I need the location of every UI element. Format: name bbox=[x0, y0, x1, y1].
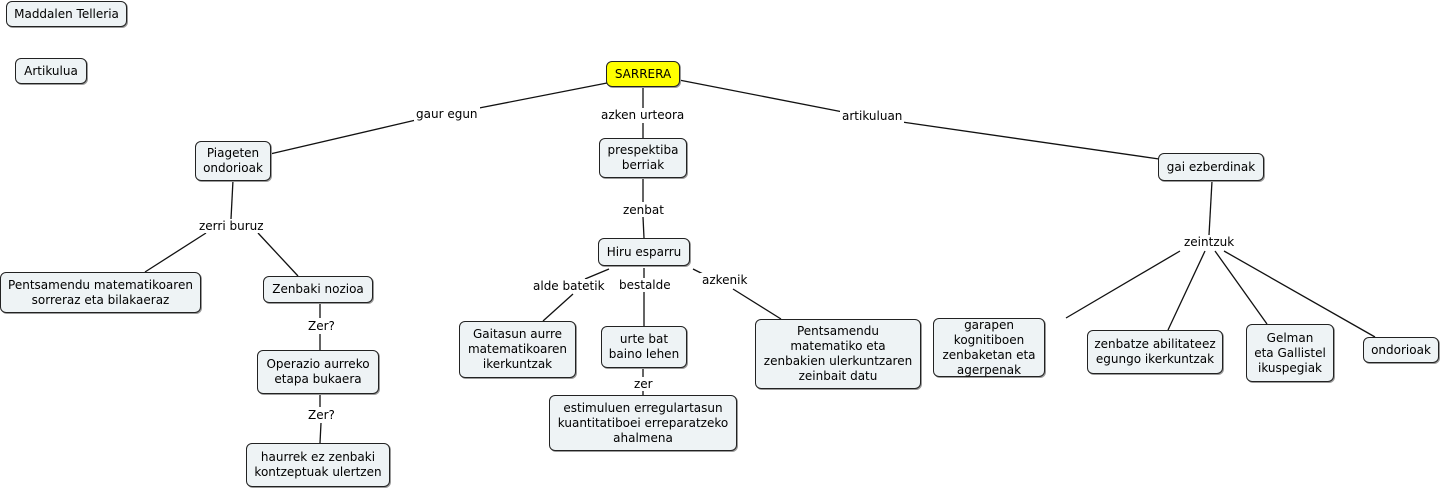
link-label-azken-urteora: azken urteora bbox=[599, 108, 687, 122]
node-zenbaki-nozioa[interactable]: Zenbaki nozioa bbox=[263, 276, 373, 303]
connector bbox=[1167, 250, 1206, 331]
node-pentsamendu-sorreraz[interactable]: Pentsamendu matematikoaren sorreraz eta … bbox=[0, 272, 201, 313]
connector bbox=[1214, 250, 1268, 325]
node-ondorioak[interactable]: ondorioak bbox=[1363, 337, 1439, 363]
link-label-gaur-egun: gaur egun bbox=[414, 107, 480, 121]
link-label-artikuluan: artikuluan bbox=[840, 109, 905, 123]
connector bbox=[230, 179, 234, 220]
link-label-azkenik: azkenik bbox=[700, 273, 750, 287]
connector bbox=[584, 268, 610, 280]
link-label-alde-batetik: alde batetik bbox=[531, 279, 607, 293]
connector bbox=[1223, 250, 1376, 338]
node-prespektiba-berriak[interactable]: prespektiba berriak bbox=[599, 138, 687, 178]
connector bbox=[257, 232, 299, 277]
node-gaitasun[interactable]: Gaitasun aurre matematikoaren ikerkuntza… bbox=[459, 321, 576, 378]
node-article[interactable]: Artikulua bbox=[15, 58, 87, 84]
connector bbox=[901, 121, 1160, 160]
link-label-zenbat: zenbat bbox=[621, 203, 666, 217]
link-label-zer-1: Zer? bbox=[306, 319, 337, 333]
node-hiru-esparru[interactable]: Hiru esparru bbox=[598, 238, 690, 266]
node-haurrek[interactable]: haurrek ez zenbaki kontzeptuak ulertzen bbox=[246, 443, 390, 487]
node-garapen-kognitiboen[interactable]: garapen kognitiboen zenbaketan eta agerp… bbox=[933, 318, 1045, 377]
connector bbox=[473, 82, 608, 110]
connector bbox=[678, 79, 844, 113]
node-piageten-ondorioak[interactable]: Piageten ondorioak bbox=[195, 141, 271, 181]
node-zenbatze-abilitateez[interactable]: zenbatze abilitateez egungo ikerkuntzak bbox=[1087, 330, 1223, 374]
link-label-bestalde: bestalde bbox=[617, 278, 673, 292]
connector bbox=[642, 216, 645, 239]
connector bbox=[144, 232, 207, 273]
node-sarrera[interactable]: SARRERA bbox=[606, 61, 680, 87]
node-gelman-gallistel[interactable]: Gelman eta Gallistel ikuspegiak bbox=[1246, 324, 1334, 382]
connector bbox=[1208, 180, 1213, 236]
connector bbox=[1065, 250, 1181, 319]
connector bbox=[319, 422, 322, 444]
node-gai-ezberdinak[interactable]: gai ezberdinak bbox=[1158, 153, 1264, 181]
node-operazio-aurreko[interactable]: Operazio aurreko etapa bukaera bbox=[257, 350, 379, 394]
node-estimuluen[interactable]: estimuluen erregulartasun kuantitatiboei… bbox=[549, 395, 737, 451]
link-label-zer-2: Zer? bbox=[306, 408, 337, 422]
link-label-zeintzuk: zeintzuk bbox=[1182, 235, 1237, 249]
connector bbox=[269, 119, 417, 155]
link-label-zer-3: zer bbox=[632, 377, 655, 391]
node-urte-bat[interactable]: urte bat baino lehen bbox=[601, 326, 687, 368]
link-label-zerri-buruz: zerri buruz bbox=[197, 219, 266, 233]
node-author[interactable]: Maddalen Telleria bbox=[6, 1, 127, 27]
connector bbox=[732, 288, 782, 320]
node-pentsamendu-datu[interactable]: Pentsamendu matematiko eta zenbakien ule… bbox=[755, 319, 921, 389]
connector bbox=[542, 293, 574, 322]
